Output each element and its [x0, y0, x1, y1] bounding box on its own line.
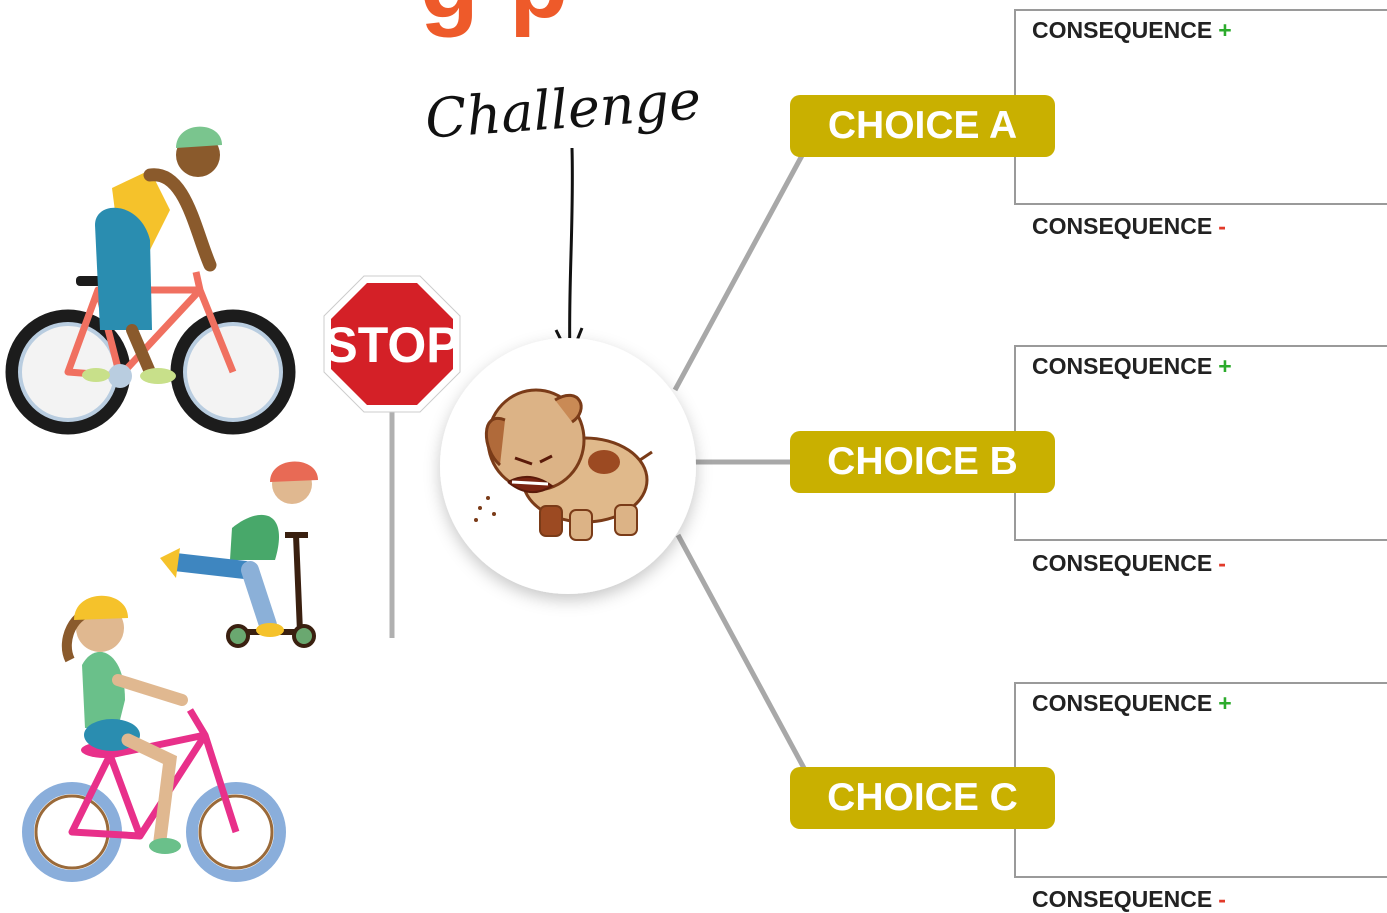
consequence-plus-c: CONSEQUENCE+ — [1032, 690, 1232, 717]
consequence-minus-b-text: CONSEQUENCE — [1032, 550, 1213, 576]
consequence-minus-b: CONSEQUENCE- — [1032, 550, 1226, 577]
stop-sign-label: STOP — [324, 317, 459, 373]
minus-sign: - — [1218, 550, 1226, 576]
consequence-plus-c-text: CONSEQUENCE — [1032, 690, 1213, 716]
consequence-minus-c-text: CONSEQUENCE — [1032, 886, 1213, 912]
page-title-fragment: g p — [420, 0, 570, 40]
challenge-arrow — [554, 147, 584, 362]
choice-b-box: CHOICE B — [790, 431, 1055, 493]
plus-sign: + — [1218, 17, 1232, 43]
choice-c-box: CHOICE C — [790, 767, 1055, 829]
consequence-minus-a: CONSEQUENCE- — [1032, 213, 1226, 240]
connector-c — [675, 533, 808, 772]
stop-sign-icon: STOP — [323, 275, 461, 413]
child-cyclist-icon — [22, 595, 286, 882]
consequence-plus-b-text: CONSEQUENCE — [1032, 353, 1213, 379]
consequence-minus-a-text: CONSEQUENCE — [1032, 213, 1213, 239]
consequence-minus-c: CONSEQUENCE- — [1032, 886, 1226, 913]
plus-sign: + — [1218, 353, 1232, 379]
minus-sign: - — [1218, 886, 1226, 912]
consequence-plus-a-text: CONSEQUENCE — [1032, 17, 1213, 43]
consequence-plus-a: CONSEQUENCE+ — [1032, 17, 1232, 44]
angry-dog-icon — [474, 388, 653, 541]
choice-a-box: CHOICE A — [790, 95, 1055, 157]
child-scooter-icon — [160, 461, 318, 648]
connector-a — [672, 148, 808, 392]
minus-sign: - — [1218, 213, 1226, 239]
adult-cyclist-icon — [5, 126, 296, 435]
plus-sign: + — [1218, 690, 1232, 716]
consequence-plus-b: CONSEQUENCE+ — [1032, 353, 1232, 380]
